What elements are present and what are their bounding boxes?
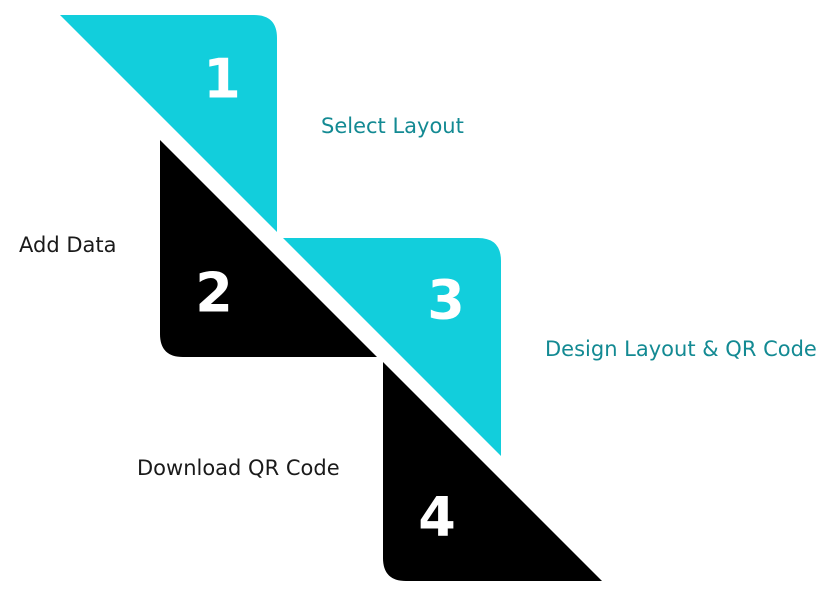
step-3-triangle [283, 238, 501, 456]
step-2-label: Add Data [19, 233, 117, 257]
step-4-label: Download QR Code [137, 456, 340, 480]
step-2-triangle [160, 140, 377, 357]
step-1-label: Select Layout [321, 114, 464, 138]
step-2-number: 2 [195, 262, 233, 325]
step-1-triangle [60, 15, 277, 232]
step-1-number: 1 [203, 48, 241, 111]
step-3-number: 3 [427, 269, 465, 332]
step-4-number: 4 [418, 486, 456, 549]
step-4-triangle [383, 362, 602, 581]
step-3-label: Design Layout & QR Code [545, 337, 817, 361]
